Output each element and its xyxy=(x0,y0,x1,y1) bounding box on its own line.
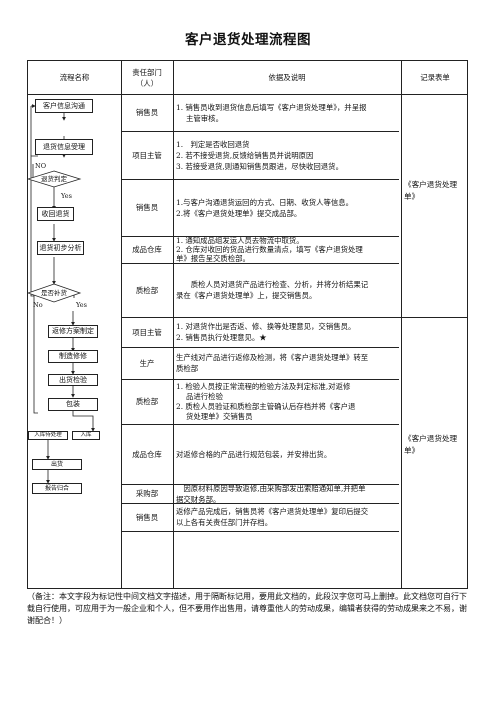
dept-cell: 项目主管 xyxy=(132,327,162,337)
desc-cell: 返修产品完成后，销售员将《客户退货处理单》复印后提交 以上各有关责任部门并存档。 xyxy=(176,507,369,527)
flow-decision-replenish: 是否补货 xyxy=(41,289,67,297)
flow-label-no: NO xyxy=(35,162,47,170)
row-divider xyxy=(121,424,399,425)
row-divider xyxy=(121,503,399,504)
record-form: 《客户退货处理单》 xyxy=(404,434,458,455)
header-record: 记录表单 xyxy=(420,73,450,82)
dept-cell: 销售员 xyxy=(135,512,159,522)
flow-label-yes: Yes xyxy=(61,192,72,200)
flow-step-shipment: 出货 xyxy=(32,459,82,470)
row-divider xyxy=(121,484,399,485)
row-divider xyxy=(121,179,399,180)
dept-cell: 销售员 xyxy=(135,203,159,212)
process-table: 流程名称 责任部门（人） 依据及说明 记录表单 销售员 项目主管 销售员 成品仓… xyxy=(27,60,468,589)
flow-step-stock-pending: 入库待处理 xyxy=(28,431,68,440)
page-title: 客户退货处理流程图 xyxy=(185,32,311,48)
flowchart-connectors xyxy=(28,104,95,484)
desc-cell: 质检人员对退货产品进行检查、分析，并将分析结果记 录在《客户退货处理单》上，提交… xyxy=(176,280,369,300)
desc-cell: 对返修合格的产品进行规范包装，并安排出货。 xyxy=(176,449,332,459)
dept-cell: 生产 xyxy=(139,358,155,368)
flow-step-repair-plan: 返修方案制定 xyxy=(48,325,98,338)
col-divider xyxy=(401,61,402,588)
row-divider xyxy=(121,317,467,318)
col-divider xyxy=(173,61,174,588)
row-divider xyxy=(121,347,399,348)
flow-step-shipment-inspection: 出货检验 xyxy=(48,374,98,386)
dept-cell: 成品仓库 xyxy=(132,245,162,254)
desc-cell: 1. 销售员收到退货信息后填写《客户退货处理单》，并呈报 主管审核。 xyxy=(176,102,367,123)
flow-step-initial-analysis: 退货初步分析 xyxy=(37,241,84,255)
header-basis: 依据及说明 xyxy=(268,73,306,82)
flow-step-manufacture-repair: 制造修修 xyxy=(48,350,98,363)
flow-step-return-acceptance: 退货信息受理 xyxy=(35,139,93,155)
desc-cell: 1. 判定是否收回退货 2. 若不接受退货,反馈给销售员并说明原因 3. 若接受… xyxy=(176,139,343,171)
dept-cell: 质检部 xyxy=(135,285,159,295)
flow-step-customer-communication: 客户信息沟通 xyxy=(35,99,93,113)
desc-cell: 1. 对退货作出是否返、修、换等处理意见，交销售员。 2. 销售员执行处理意见。… xyxy=(176,322,356,342)
col-divider xyxy=(121,61,122,588)
row-divider xyxy=(121,236,399,237)
flow-step-packaging: 包装 xyxy=(48,398,98,411)
header-dept: 责任部门（人） xyxy=(132,67,162,88)
flow-label-yes2: Yes xyxy=(76,301,87,309)
record-form: 《客户退货处理单》 xyxy=(404,180,458,201)
footnote: （备注：本文字段为标记性中间文档文字描述，用于隔断标记用，要用此文档的，此段汉字… xyxy=(27,592,467,625)
flow-label-no2: No xyxy=(33,301,43,309)
desc-cell: 1.与客户沟通退货运回的方式、日期、收货人等信息。 2.将《客户退货处理单》提交… xyxy=(176,197,354,218)
flow-step-collect-return: 收回退货 xyxy=(37,207,74,221)
row-divider xyxy=(121,531,399,532)
desc-cell: 生产线对产品进行返修及检测，将《客户退货处理单》转至 质检部 xyxy=(176,353,369,373)
dept-cell: 项目主管 xyxy=(132,150,162,160)
dept-cell: 质检部 xyxy=(135,397,159,406)
dept-cell: 采购部 xyxy=(135,489,159,498)
decision-diamond xyxy=(28,283,82,303)
desc-cell: 1. 通知成品组发运人员去物流中取货。 2. 仓库对收回的货品进行数量清点，填写… xyxy=(176,236,363,263)
flow-step-stock-in: 入库 xyxy=(72,431,100,440)
dept-cell: 销售员 xyxy=(135,108,159,117)
flow-step-report-archive: 报告归合 xyxy=(32,483,82,494)
desc-cell: 因原材料原因导致返修,由采购部发出索赔通知单,并把单 据交财务部。 xyxy=(176,483,366,504)
decision-diamond xyxy=(28,170,82,188)
flow-decision-judgement: 退货判定 xyxy=(41,175,67,183)
row-divider xyxy=(121,131,399,132)
row-divider xyxy=(121,263,399,264)
header-divider xyxy=(28,94,467,95)
header-flow: 流程名称 xyxy=(59,73,90,82)
dept-cell: 成品仓库 xyxy=(132,449,162,459)
desc-cell: 1. 检验人员按正常流程的检验方法及判定标准,对返修 品进行检验 2. 质检人员… xyxy=(176,381,356,421)
row-divider xyxy=(121,379,399,380)
